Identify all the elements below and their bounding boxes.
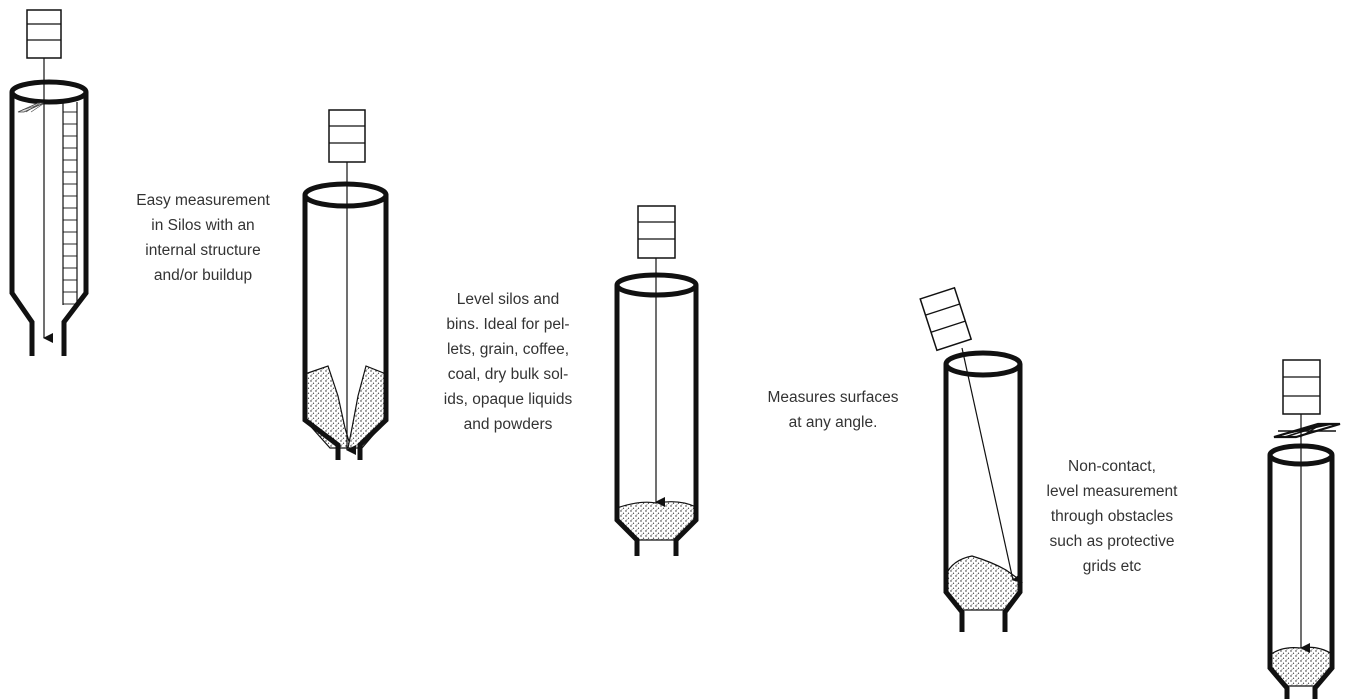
level-sensor-icon — [1282, 359, 1321, 415]
silo-4-angled-surface — [919, 286, 1023, 632]
caption-non-contact: Non-contact, level measurement through o… — [1028, 454, 1196, 579]
caption-line: lets, grain, coffee, — [446, 341, 570, 358]
caption-line: through obstacles — [1050, 508, 1174, 525]
level-sensor-icon — [919, 286, 973, 352]
level-sensor-icon — [26, 9, 62, 59]
caption-line: and/or buildup — [153, 267, 253, 284]
silo-1-internal-structure — [9, 9, 89, 356]
caption-line: level measurement — [1046, 483, 1178, 500]
caption-line: grids etc — [1082, 558, 1142, 575]
silo-5-through-grid — [1267, 359, 1341, 699]
caption-line: Measures surfaces — [767, 389, 899, 406]
caption-line: such as protective — [1049, 533, 1175, 550]
caption-line: and powders — [463, 416, 553, 433]
internal-ladder-icon — [62, 102, 78, 305]
measurement-beam-icon — [961, 347, 1023, 583]
caption-line: coal, dry bulk sol- — [447, 366, 569, 383]
caption-line: Easy measurement — [136, 192, 270, 209]
caption-line: bins. Ideal for pel- — [446, 316, 570, 333]
caption-level-silos: Level silos and bins. Ideal for pel- let… — [418, 287, 598, 437]
caption-line: internal structure — [145, 242, 261, 259]
caption-line: ids, opaque liquids — [443, 391, 573, 408]
caption-line: Level silos and — [456, 291, 560, 308]
caption-line: Non-contact, — [1068, 458, 1156, 475]
silo-icon — [614, 272, 699, 556]
silo-3-bulk-level — [614, 205, 699, 556]
silo-2-buildup — [302, 109, 389, 460]
protective-grid-icon — [1273, 422, 1341, 439]
level-sensor-icon — [328, 109, 366, 163]
level-sensor-icon — [637, 205, 676, 259]
caption-line: at any angle. — [788, 414, 878, 431]
bulk-material-icon — [304, 365, 387, 449]
caption-any-angle: Measures surfaces at any angle. — [733, 385, 933, 435]
silo-icon — [302, 181, 389, 460]
caption-line: in Silos with an — [151, 217, 255, 234]
protective-grid-icon — [17, 102, 45, 113]
silo-icon — [9, 79, 89, 356]
caption-internal-structure: Easy measurement in Silos with an intern… — [108, 188, 298, 288]
